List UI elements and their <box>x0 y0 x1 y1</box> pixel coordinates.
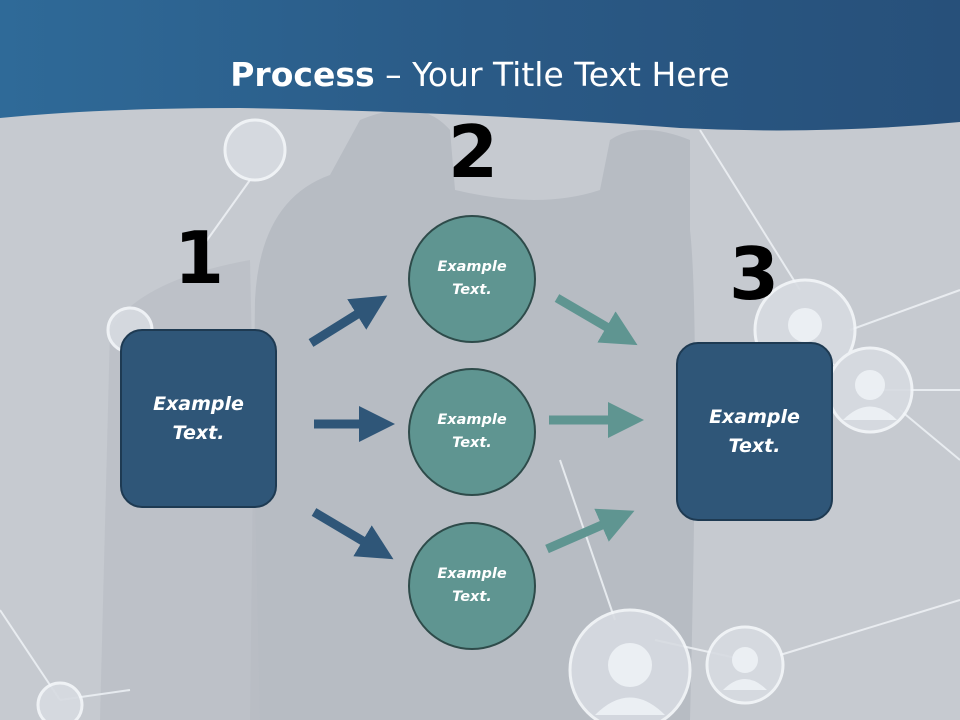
step-2-circle-middle: Example Text. <box>408 368 536 496</box>
circle-bottom-text-line-1: Example <box>437 566 507 582</box>
circle-middle-text-line-2: Text. <box>452 435 492 451</box>
step-1-box: Example Text. <box>120 329 277 508</box>
step-2-circle-bottom: Example Text. <box>408 522 536 650</box>
step-3-text-line-2: Text. <box>728 434 781 457</box>
step-number-1: 1 <box>173 216 225 300</box>
step-1-text-line-1: Example <box>153 392 244 415</box>
step-3-box: Example Text. <box>676 342 833 521</box>
step-1-text-line-2: Text. <box>172 421 225 444</box>
arrow-1-to-top <box>308 295 388 347</box>
step-number-3: 3 <box>728 232 780 316</box>
circle-bottom-text-line-2: Text. <box>452 589 492 605</box>
slide-title: Process – Your Title Text Here <box>0 52 960 98</box>
arrow-1-to-bottom <box>311 508 394 560</box>
step-3-text-line-1: Example <box>709 405 800 428</box>
step-number-2: 2 <box>447 110 499 194</box>
circle-top-text-line-1: Example <box>437 259 507 275</box>
title-bold: Process <box>230 55 375 94</box>
circle-middle-text-line-1: Example <box>437 412 507 428</box>
arrow-bottom-to-3 <box>545 508 635 554</box>
step-2-circle-top: Example Text. <box>408 215 536 343</box>
circle-top-text-line-2: Text. <box>452 282 492 298</box>
arrow-top-to-3 <box>554 294 638 346</box>
title-rest: – Your Title Text Here <box>374 55 730 94</box>
